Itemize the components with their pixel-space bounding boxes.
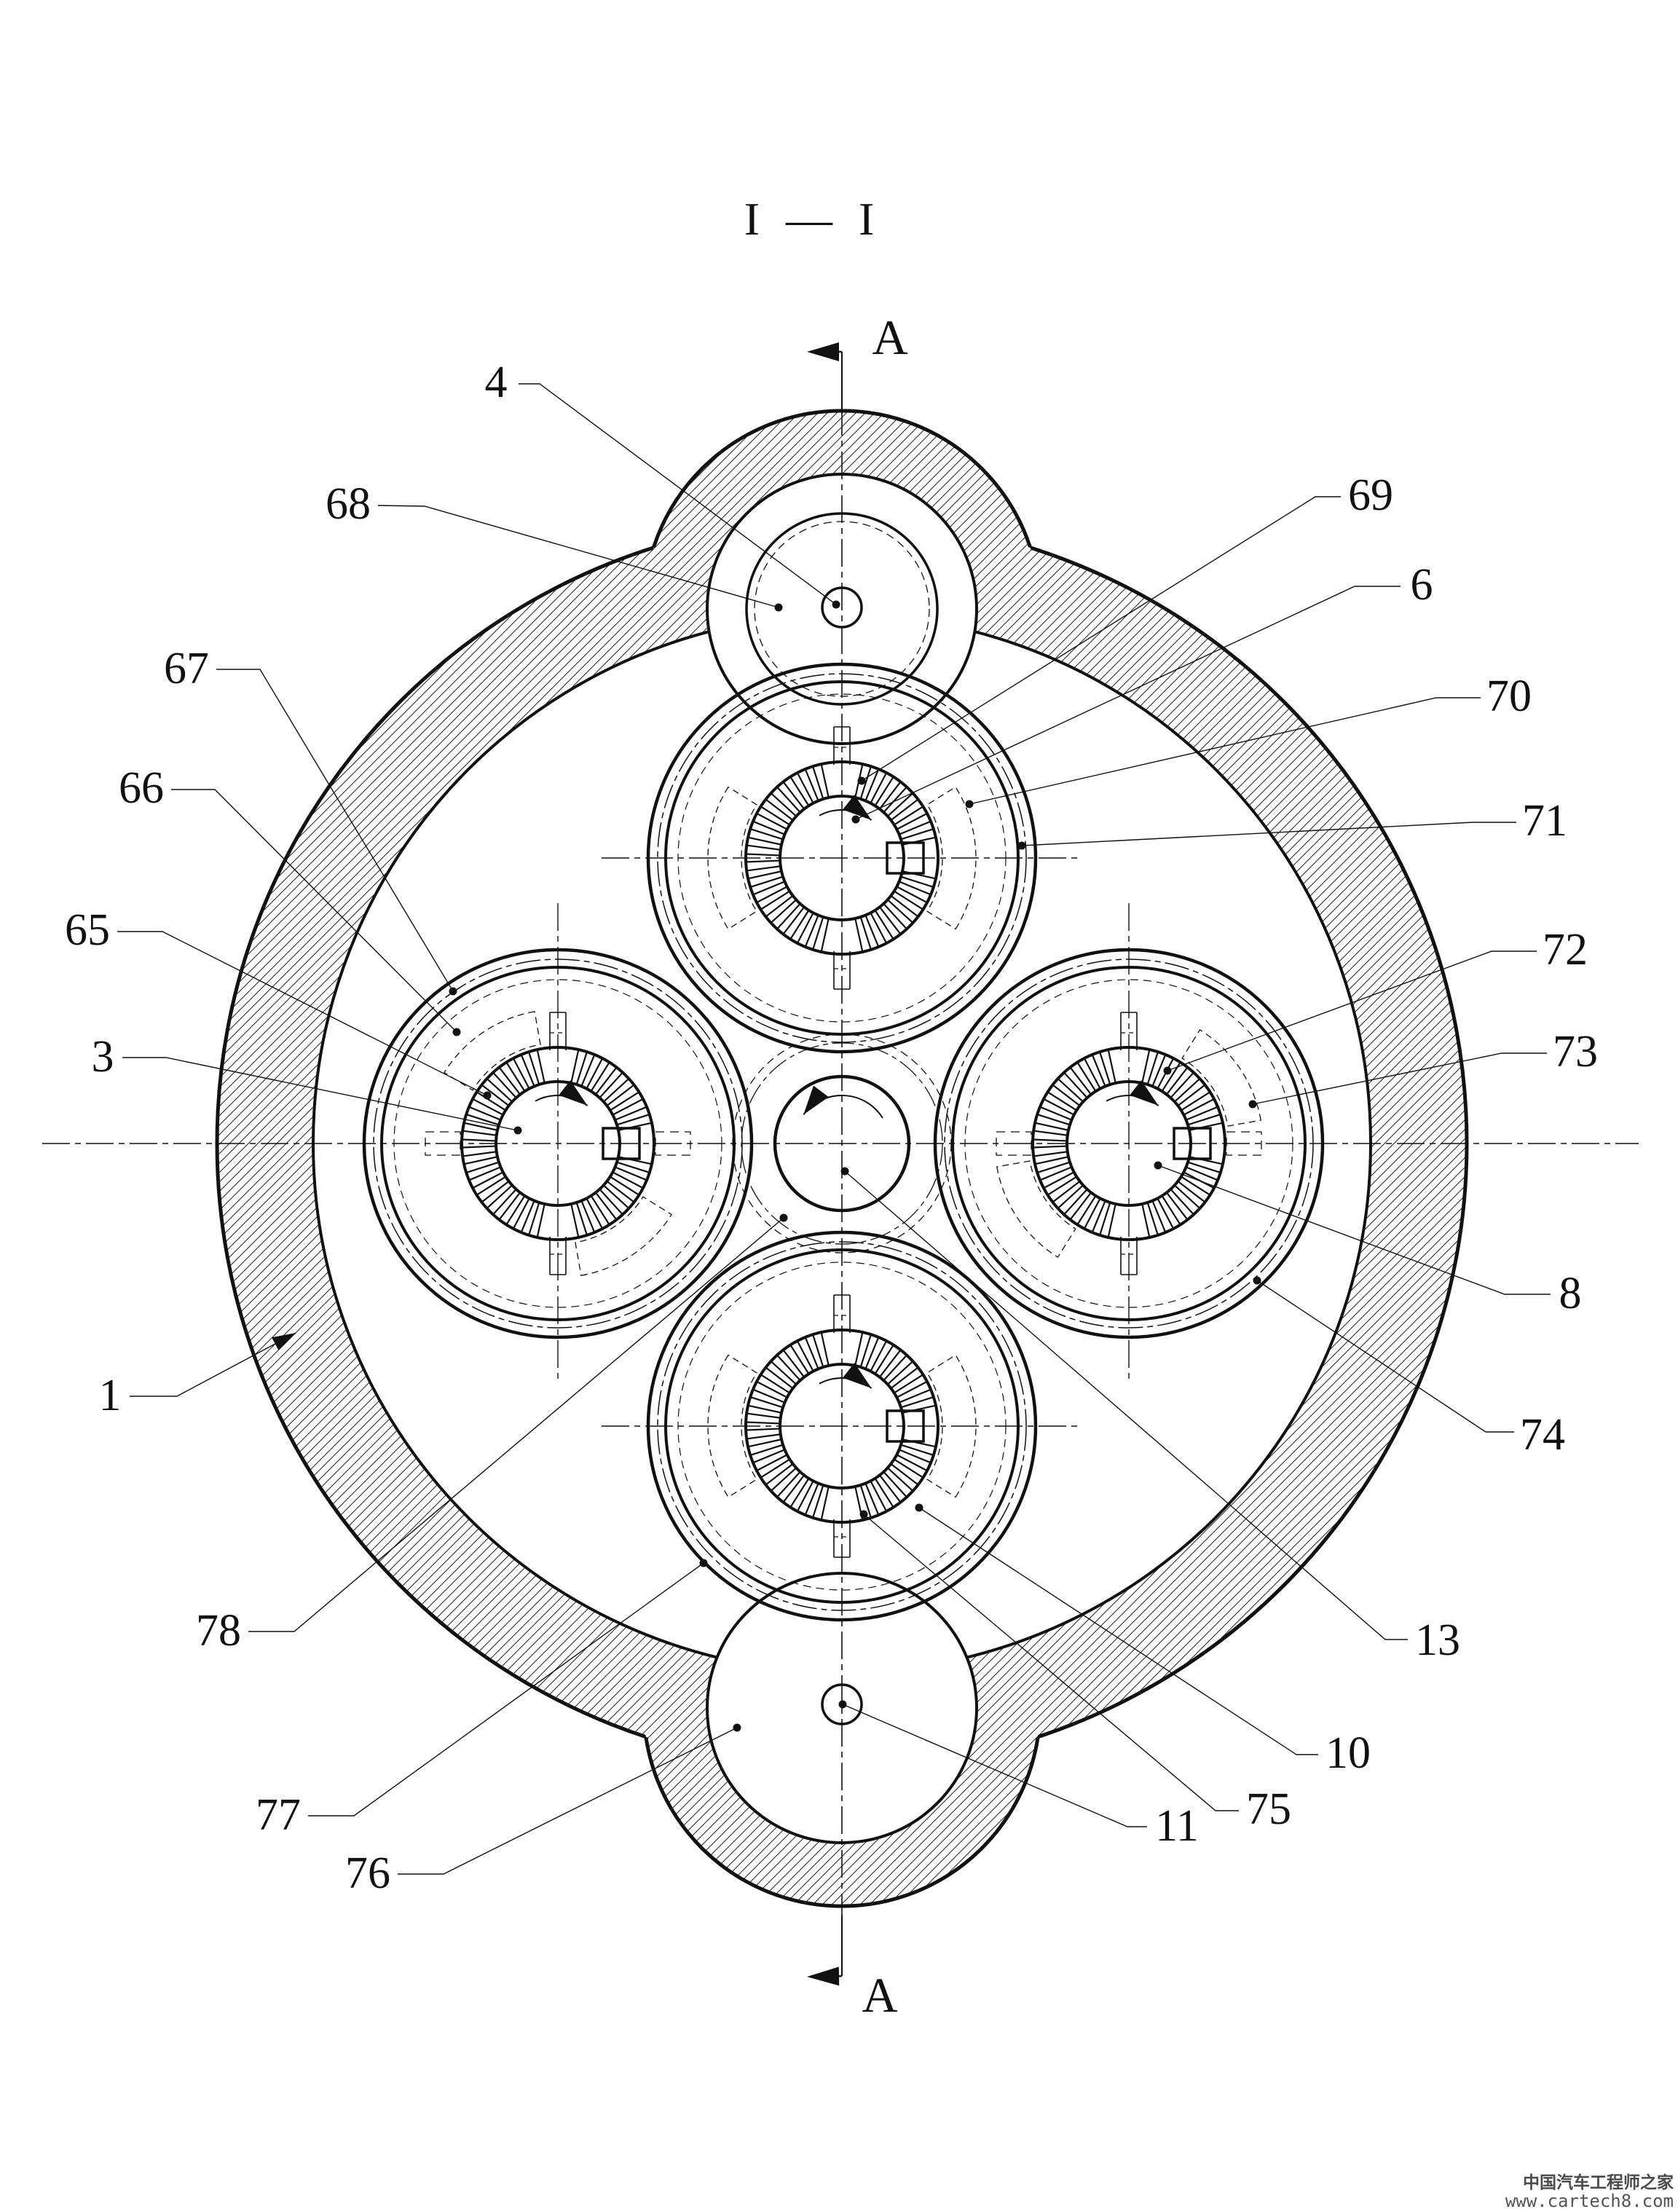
- callout-66: 66: [119, 763, 461, 1036]
- centerlines: [42, 364, 1639, 1923]
- bearing-lobes: [745, 512, 939, 1725]
- callout-number-1: 1: [99, 1371, 122, 1420]
- callout-73: 73: [1248, 1027, 1598, 1109]
- callout-68: 68: [326, 479, 783, 612]
- section-letter-top: A: [872, 310, 907, 365]
- callout-number-6: 6: [1411, 560, 1433, 610]
- callout-6: 6: [851, 560, 1433, 824]
- callout-3: 3: [92, 1032, 522, 1135]
- callout-65: 65: [65, 905, 492, 1100]
- callout-number-68: 68: [326, 479, 371, 529]
- leader-dot: [513, 1126, 522, 1135]
- callout-number-65: 65: [65, 905, 110, 955]
- planet-gears: [362, 662, 1325, 1622]
- callout-number-77: 77: [256, 1790, 301, 1840]
- callout-number-75: 75: [1246, 1784, 1291, 1834]
- leader-dot: [779, 1213, 788, 1222]
- leader-dot: [1154, 1161, 1162, 1170]
- leader-dot: [915, 1503, 923, 1512]
- callout-number-70: 70: [1486, 672, 1532, 721]
- leader-dot: [1248, 1100, 1257, 1109]
- planet-gear-left: [362, 948, 754, 1339]
- leader-dot: [859, 1510, 868, 1519]
- leader-dot: [1163, 1066, 1172, 1075]
- callout-number-78: 78: [196, 1606, 241, 1656]
- leader-dot: [840, 1167, 849, 1176]
- callout-8: 8: [1154, 1161, 1582, 1318]
- callout-10: 10: [915, 1503, 1371, 1778]
- callout-number-4: 4: [485, 358, 508, 407]
- callout-75: 75: [859, 1510, 1291, 1834]
- watermark-site-url: www.cartech8.com: [1505, 2191, 1674, 2211]
- callout-13: 13: [840, 1167, 1460, 1665]
- callout-67: 67: [164, 644, 457, 996]
- section-marker-bottom: A: [807, 1915, 898, 2023]
- callout-number-69: 69: [1348, 471, 1393, 520]
- callout-number-11: 11: [1155, 1801, 1199, 1851]
- watermark-site-name: 中国汽车工程师之家: [1523, 2173, 1674, 2192]
- leader-dot: [1253, 1276, 1261, 1285]
- callout-11: 11: [838, 1700, 1199, 1851]
- view-title: I — I: [744, 193, 882, 245]
- callout-4: 4: [485, 358, 840, 609]
- callout-number-74: 74: [1520, 1410, 1565, 1460]
- callout-74: 74: [1253, 1276, 1565, 1460]
- leader-dot: [851, 815, 860, 824]
- leader-dot: [699, 1559, 708, 1567]
- section-letter-bottom: A: [862, 1967, 897, 2023]
- leader-dot: [774, 603, 783, 612]
- leader-dot: [449, 987, 457, 996]
- callout-76: 76: [345, 1723, 741, 1898]
- leader-dot: [965, 800, 974, 808]
- planet-gear-right: [933, 948, 1325, 1339]
- section-marker-top: A: [807, 310, 908, 414]
- callout-number-3: 3: [92, 1032, 114, 1082]
- section-markers: AA: [807, 310, 908, 2023]
- leader-dot: [838, 1700, 847, 1709]
- callout-number-10: 10: [1326, 1728, 1371, 1778]
- callout-1: 1: [99, 1332, 296, 1420]
- callout-number-66: 66: [119, 763, 164, 813]
- callout-72: 72: [1163, 925, 1588, 1075]
- callout-78: 78: [196, 1213, 788, 1656]
- callout-77: 77: [256, 1559, 708, 1840]
- planet-gear-bottom: [646, 1230, 1038, 1622]
- leader-dot: [452, 1028, 461, 1036]
- leader-dot: [857, 776, 866, 785]
- leader-dot: [832, 600, 840, 609]
- callout-70: 70: [965, 672, 1532, 808]
- callout-number-71: 71: [1522, 796, 1567, 846]
- reference-callouts: 4 68 67 66 65 3 1 78 77 76 75 10 13 11 69 6 70 71 72 73 8 74: [65, 358, 1598, 1898]
- callout-71: 71: [1017, 796, 1567, 850]
- callout-number-8: 8: [1559, 1269, 1582, 1318]
- leader-dot: [733, 1723, 741, 1732]
- planet-gear-top: [646, 662, 1038, 1054]
- leader-dot: [483, 1091, 492, 1100]
- callout-number-76: 76: [345, 1849, 390, 1898]
- callout-number-13: 13: [1415, 1615, 1460, 1665]
- callout-number-73: 73: [1553, 1027, 1598, 1077]
- callout-number-72: 72: [1543, 925, 1588, 975]
- leader-dot: [1017, 841, 1026, 850]
- callout-number-67: 67: [164, 644, 209, 693]
- callout-69: 69: [857, 471, 1393, 785]
